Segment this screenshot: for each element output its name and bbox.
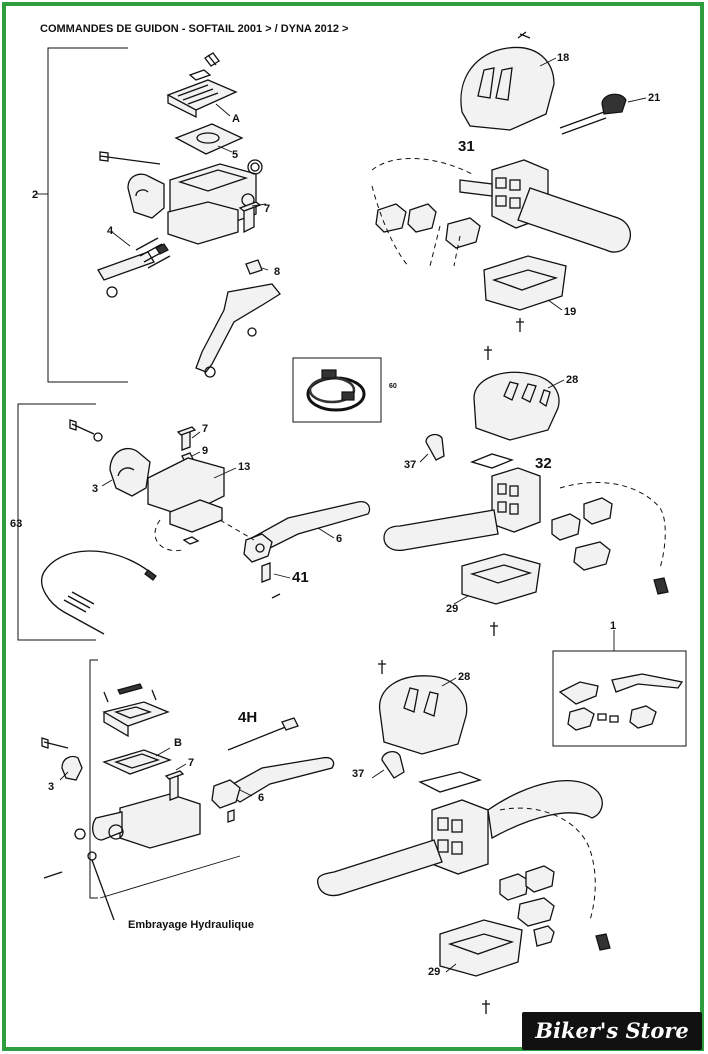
callout-6-mid: 6 — [336, 533, 342, 545]
left-switch-housing-assembly — [383, 346, 669, 636]
group-2-bracket — [47, 47, 128, 383]
hydraulic-left-switch-assembly — [316, 660, 611, 1014]
callout-A: A — [232, 113, 240, 125]
callout-13: 13 — [238, 461, 250, 473]
callout-6-bottom: 6 — [258, 792, 264, 804]
diagram-title: COMMANDES DE GUIDON - SOFTAIL 2001 > / D… — [40, 23, 348, 35]
callout-28-mid: 28 — [566, 374, 578, 386]
callout-37-mid: 37 — [404, 459, 416, 471]
group-63-bracket — [17, 403, 96, 641]
callout-9: 9 — [202, 445, 208, 457]
callout-60: 60 — [389, 383, 397, 390]
callout-7-bottom: 7 — [188, 757, 194, 769]
right-switch-housing-assembly — [371, 31, 647, 332]
callout-32: 32 — [535, 455, 552, 472]
callout-63: 63 — [10, 518, 22, 530]
harness-box — [292, 357, 382, 423]
callout-5: 5 — [232, 149, 238, 161]
callout-4: 4 — [107, 225, 114, 237]
callout-29-bottom: 29 — [428, 966, 440, 978]
callout-B: B — [174, 737, 182, 749]
cable-clutch-assembly — [17, 403, 371, 641]
hydraulic-clutch-caption: Embrayage Hydraulique — [128, 919, 254, 931]
callout-37-bottom: 37 — [352, 768, 364, 780]
callout-1: 1 — [610, 620, 616, 632]
store-watermark-logo: Biker's Store — [522, 1012, 702, 1050]
complete-kit-1 — [552, 630, 687, 747]
callout-8: 8 — [274, 266, 280, 278]
group-hydraulic-bracket — [89, 659, 98, 899]
callout-28-bottom: 28 — [458, 671, 470, 683]
callout-41: 41 — [292, 569, 309, 586]
callout-3-mid: 3 — [92, 483, 98, 495]
hydraulic-clutch-assembly — [41, 659, 335, 921]
callout-19: 19 — [564, 306, 576, 318]
callout-7-mid: 7 — [202, 423, 208, 435]
callout-29-mid: 29 — [446, 603, 458, 615]
callout-7-top: 7 — [264, 203, 270, 215]
callout-2: 2 — [32, 189, 38, 201]
callout-3-bottom: 3 — [48, 781, 54, 793]
callout-18: 18 — [557, 52, 569, 64]
callout-4H: 4H — [238, 709, 257, 726]
brake-master-cylinder-assembly — [36, 47, 281, 383]
callout-21: 21 — [648, 92, 660, 104]
callout-31: 31 — [458, 138, 475, 155]
wiring-harness-60 — [292, 357, 382, 423]
